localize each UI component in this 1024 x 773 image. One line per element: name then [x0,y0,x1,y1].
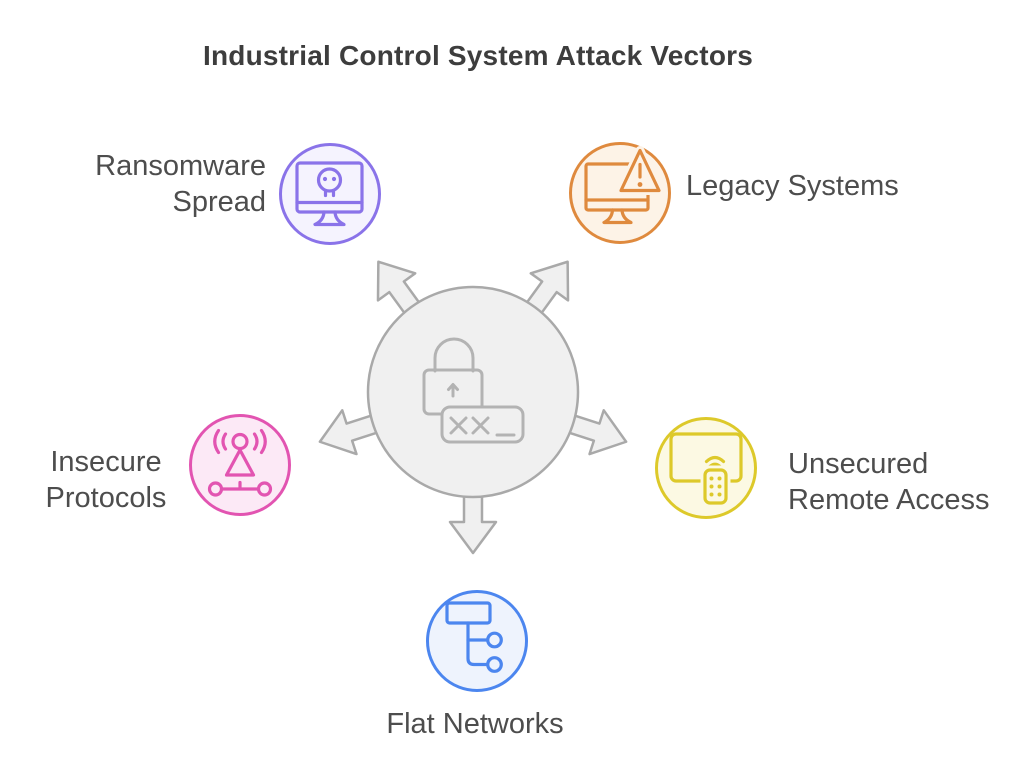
antenna-broadcast-icon [189,414,291,516]
node-flat-networks [425,589,529,693]
hub-lock-graphic [318,260,628,555]
monitor-skull-icon [279,143,381,245]
node-label-flat-networks: Flat Networks [386,708,564,740]
node-insecure-protocols [188,413,292,517]
flowchart-network-icon [426,590,528,692]
compromised-credentials-lock-icon [422,337,525,444]
monitor-warning-icon [569,142,671,244]
node-unsecured-remote-access [654,416,758,520]
hub-arrow-down [448,487,498,555]
node-legacy-systems [568,141,672,245]
node-label-unsecured-remote-access: Unsecured Remote Access [788,448,990,516]
node-label-insecure-protocols: Insecure Protocols [45,446,167,514]
node-ransomware-spread [278,142,382,246]
hub-circle [366,285,580,499]
node-label-ransomware-spread: Ransomware Spread [95,150,266,218]
node-label-legacy-systems: Legacy Systems [686,170,899,202]
page-title: Industrial Control System Attack Vectors [203,40,753,71]
remote-control-screen-icon [655,417,757,519]
